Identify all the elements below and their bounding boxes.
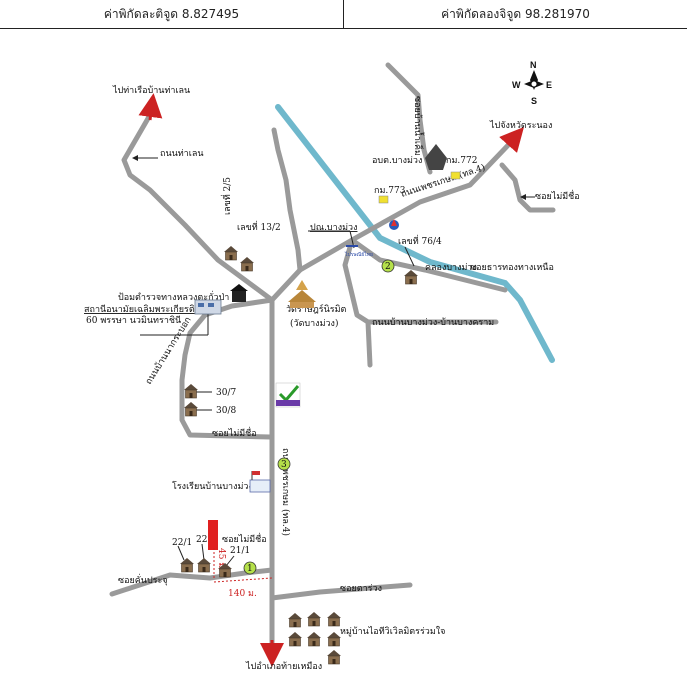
house-no-211-label: 21/1: [230, 546, 250, 556]
house-no-307-label: 30/7: [216, 388, 236, 398]
arrow-to-ranong: [499, 127, 524, 153]
house-no-25-label: เลขที่ 2/5: [220, 177, 233, 215]
school-icon: [249, 471, 271, 493]
soi-no-name-ne-label: ซอยไม่มีชื่อ: [535, 189, 580, 202]
soi-kanprachu-label: ซอยคั่นประจุ: [118, 573, 168, 586]
target-property-flag: [208, 520, 218, 550]
km773-marker-icon: [378, 195, 389, 204]
health-station-label: สถานีอนามัยเฉลิมพระเกียรติ: [84, 304, 195, 315]
health-station-label-2: 60 พรรษา นวมินทราชินี: [86, 315, 181, 326]
school-label: โรงเรียนบ้านบางม่วง: [172, 481, 253, 492]
road-canal: [349, 237, 508, 293]
post-office-label: ปณ.บางม่วง: [310, 223, 357, 233]
compass-w: W: [512, 80, 521, 90]
river: [275, 104, 555, 363]
thalen-road-label: ถนนท่าเลน: [160, 149, 203, 159]
obt-label: อบต.บางม่วง: [372, 156, 422, 166]
temple-label-2: (วัดบางม่วง): [290, 318, 338, 329]
village-label: หมู่บ้านไอทีวิเวิลมิตรร่วมใจ: [340, 626, 445, 637]
house-no-764-label: เลขที่ 76/4: [398, 234, 442, 247]
svg-text:ไปรษณีย์ไทย: ไปรษณีย์ไทย: [344, 251, 373, 258]
soi-khao-thong-label: ซอยธารทองทางเหนือ: [470, 262, 554, 273]
svg-text:2: 2: [385, 262, 391, 272]
dist-45-label: 45 ม.: [216, 548, 226, 571]
compass-s: S: [531, 96, 537, 106]
house-no-22-label: 22: [196, 535, 207, 545]
distance-lines: [213, 548, 273, 583]
soi-no-name-1-label: ซอยไม่มีชื่อ: [212, 426, 257, 439]
house-no-308-label: 30/8: [216, 406, 236, 416]
house-no-221-label: 22/1: [172, 538, 192, 548]
highway-main: [269, 135, 518, 655]
police-box-icon: [230, 284, 248, 302]
compass-e: E: [546, 80, 552, 90]
km773-label: กม.773: [374, 186, 406, 196]
marker-2: 2: [381, 259, 395, 273]
house-no-132-label: เลขที่ 13/2: [237, 220, 281, 233]
post-office-icon: ไปรษณีย์ไทย: [344, 245, 373, 258]
canal-label: คลองบางม่วง: [425, 263, 477, 273]
road-west: [179, 297, 275, 440]
road-south-east: [269, 582, 413, 601]
svg-text:3: 3: [281, 460, 287, 470]
road-bangmuang: [342, 237, 373, 368]
leader-lines: [140, 230, 415, 567]
health-station-icon: [194, 299, 222, 315]
svg-text:1: 1: [247, 564, 253, 574]
road-ne-spur: [271, 127, 303, 273]
ptt-station-icon: [389, 219, 399, 230]
bangmuang-road-label: ถนนบ้านบางม่วง-บ้านบางคราม: [372, 317, 494, 328]
km772-marker-icon: [450, 171, 461, 180]
to-ranong-label: ไปจังหวัดระนอง: [489, 120, 552, 131]
longitude-label: ค่าพิกัดลองจิจูด 98.281970: [441, 6, 590, 21]
temple-icon: [288, 280, 316, 308]
bank-icon: [275, 382, 301, 408]
dist-140-label: 140 ม.: [228, 589, 257, 599]
compass-rose: N S E W: [512, 60, 552, 106]
arrow-to-pier: [138, 93, 163, 121]
marker-3: 3: [277, 457, 291, 471]
compass-n: N: [530, 60, 537, 70]
to-takuapa-label: ไปอำเภอท้ายเหมือง: [245, 661, 322, 672]
latitude-label: ค่าพิกัดละติจูด 8.827495: [0, 0, 344, 28]
soi-no-name-2-label: ซอยไม่มีชื่อ: [222, 532, 267, 545]
soi-ban-namkem-label: ซอยบ้านน้ำเค็ม: [412, 96, 425, 156]
road-ne-soi: [499, 162, 556, 213]
to-thalen-pier-label: ไปท่าเรือบ้านท่าเลน: [112, 85, 190, 96]
marker-1: 1: [243, 561, 257, 575]
coordinate-header: ค่าพิกัดละติจูด 8.827495 ค่าพิกัดลองจิจู…: [0, 0, 687, 29]
road-thalen: [121, 112, 275, 303]
soi-tarawang-label: ซอยตาร่วง: [340, 584, 382, 594]
obt-emblem-icon: [425, 144, 447, 170]
petkasem-lower-label: ถนนเพชรเกษม (ทล.4): [280, 448, 291, 536]
km772-label: กม.772: [446, 156, 477, 166]
